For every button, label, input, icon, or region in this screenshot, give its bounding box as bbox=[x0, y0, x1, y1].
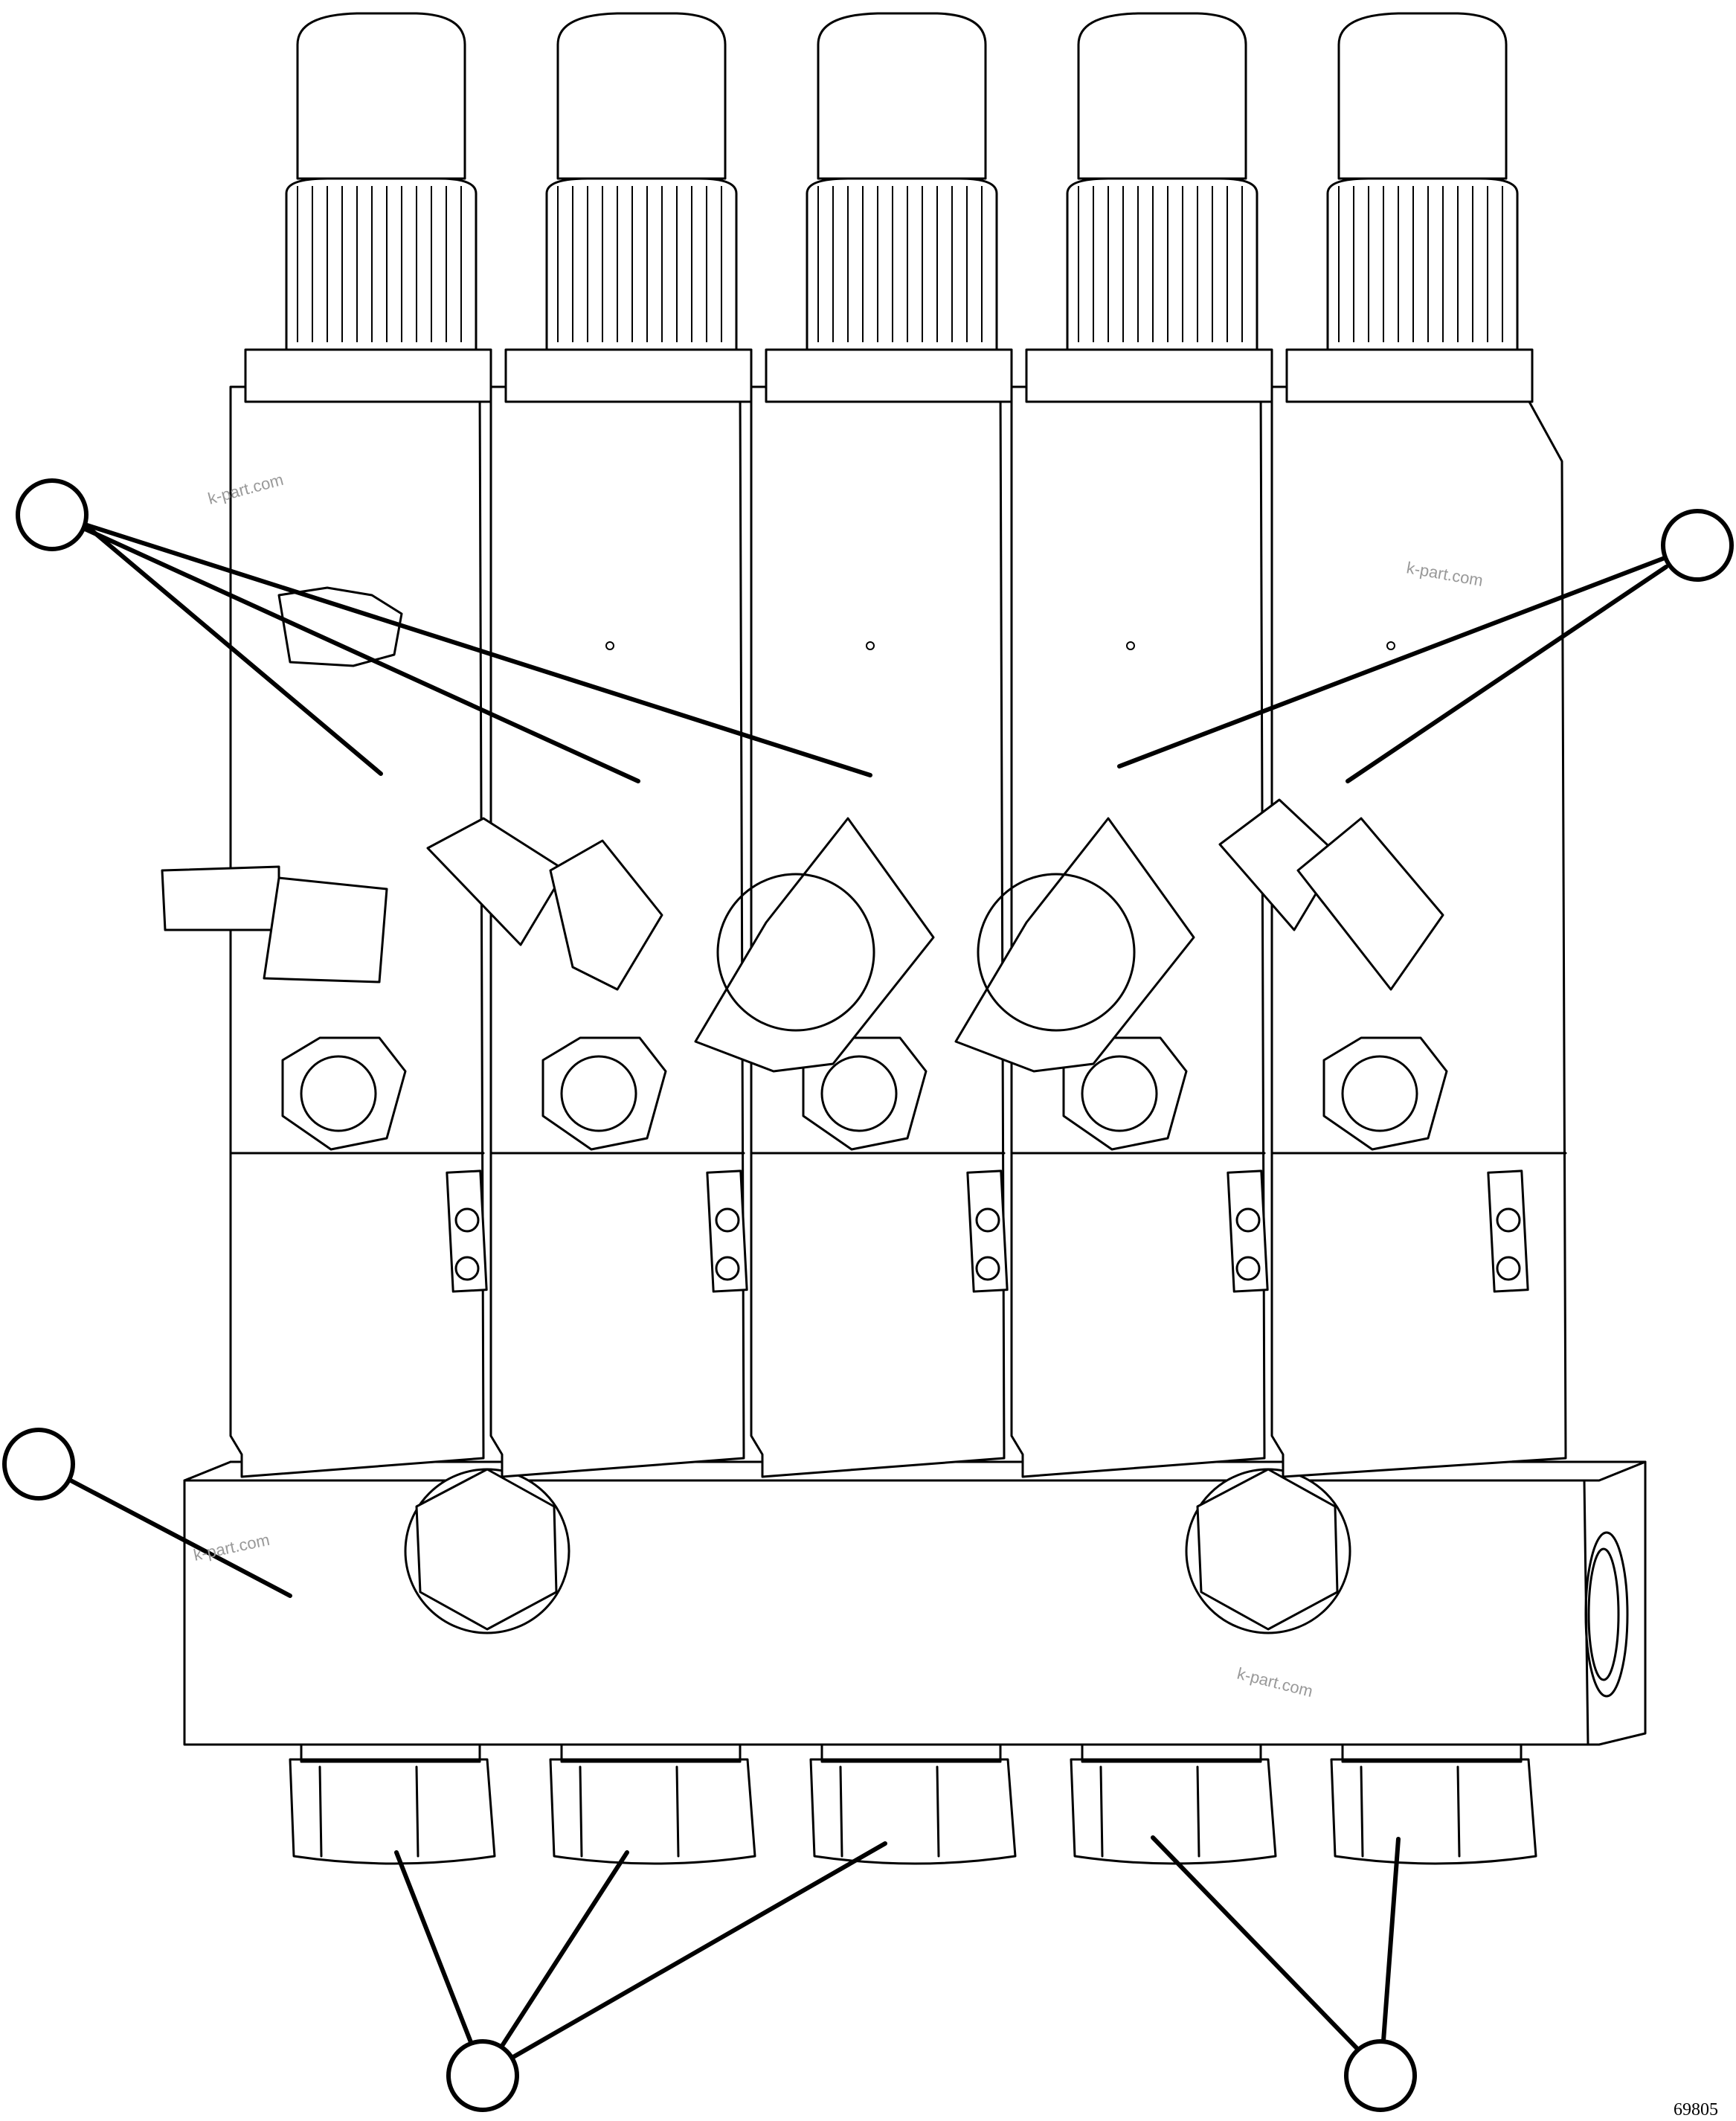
callouts bbox=[2, 478, 1734, 2112]
callout-manifold bbox=[2, 1428, 75, 1501]
fittings bbox=[161, 798, 1444, 1073]
figure-number: 69805 bbox=[1674, 2100, 1718, 2120]
callout-outlets-right bbox=[1344, 2039, 1417, 2112]
callout-valve-bodies-left bbox=[16, 478, 89, 551]
outlet-fitting-1 bbox=[289, 1743, 496, 1865]
manifold-plug-left bbox=[404, 1468, 570, 1634]
base-manifold bbox=[183, 1460, 1647, 1746]
outlet-fittings bbox=[289, 1743, 1537, 1865]
outlet-fitting-4 bbox=[1070, 1743, 1277, 1865]
manifold-plug-right bbox=[1185, 1468, 1351, 1634]
knurled-rings bbox=[297, 186, 1503, 342]
leader-lines bbox=[68, 519, 1668, 2059]
callout-valve-bodies-right bbox=[1661, 509, 1734, 582]
screw-plates bbox=[446, 1169, 1529, 1293]
outlet-fitting-5 bbox=[1330, 1743, 1537, 1865]
callout-outlets-left bbox=[446, 2039, 519, 2112]
outlet-fitting-2 bbox=[549, 1743, 756, 1865]
outlet-fitting-3 bbox=[809, 1743, 1017, 1865]
